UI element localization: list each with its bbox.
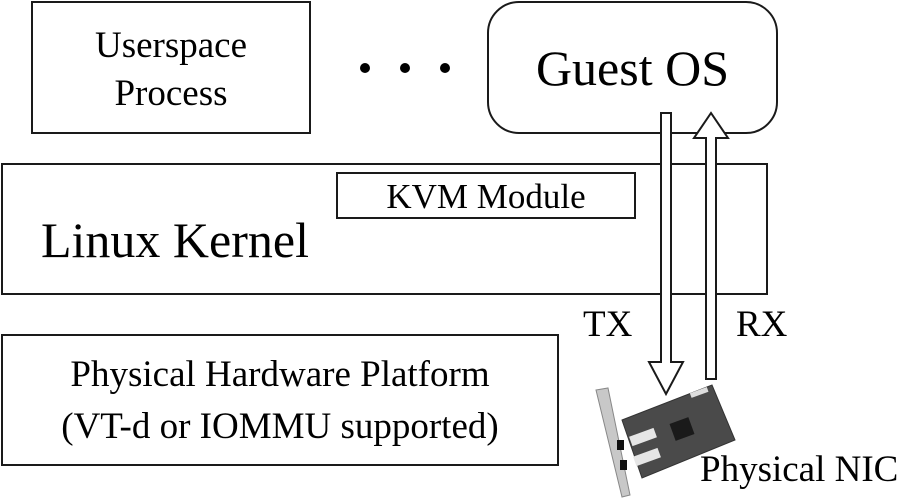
hardware-label-line1: Physical Hardware Platform bbox=[70, 354, 490, 395]
kvm-module-box: KVM Module bbox=[336, 172, 636, 219]
userspace-label-line1: Userspace bbox=[94, 25, 248, 66]
ellipsis-dot bbox=[400, 63, 410, 73]
guest-os-label: Guest OS bbox=[535, 40, 730, 96]
hardware-platform-box: Physical Hardware Platform (VT-d or IOMM… bbox=[1, 334, 559, 466]
physical-nic-label: Physical NIC bbox=[700, 449, 899, 490]
kvm-module-label: KVM Module bbox=[386, 177, 586, 216]
nic-card-icon bbox=[595, 384, 736, 498]
rx-label: RX bbox=[736, 304, 788, 345]
hardware-label-line2: (VT-d or IOMMU supported) bbox=[61, 406, 499, 447]
ellipsis-dot bbox=[360, 63, 370, 73]
ellipsis-dot bbox=[440, 63, 450, 73]
rx-arrow bbox=[692, 111, 730, 380]
linux-kernel-label: Linux Kernel bbox=[41, 212, 309, 268]
guest-os-box: Guest OS bbox=[487, 1, 778, 134]
tx-label: TX bbox=[583, 304, 633, 345]
tx-arrow bbox=[647, 112, 685, 397]
linux-kernel-box: Linux Kernel bbox=[1, 163, 768, 295]
userspace-process-box: Userspace Process bbox=[31, 1, 311, 134]
userspace-label-line2: Process bbox=[114, 73, 228, 114]
